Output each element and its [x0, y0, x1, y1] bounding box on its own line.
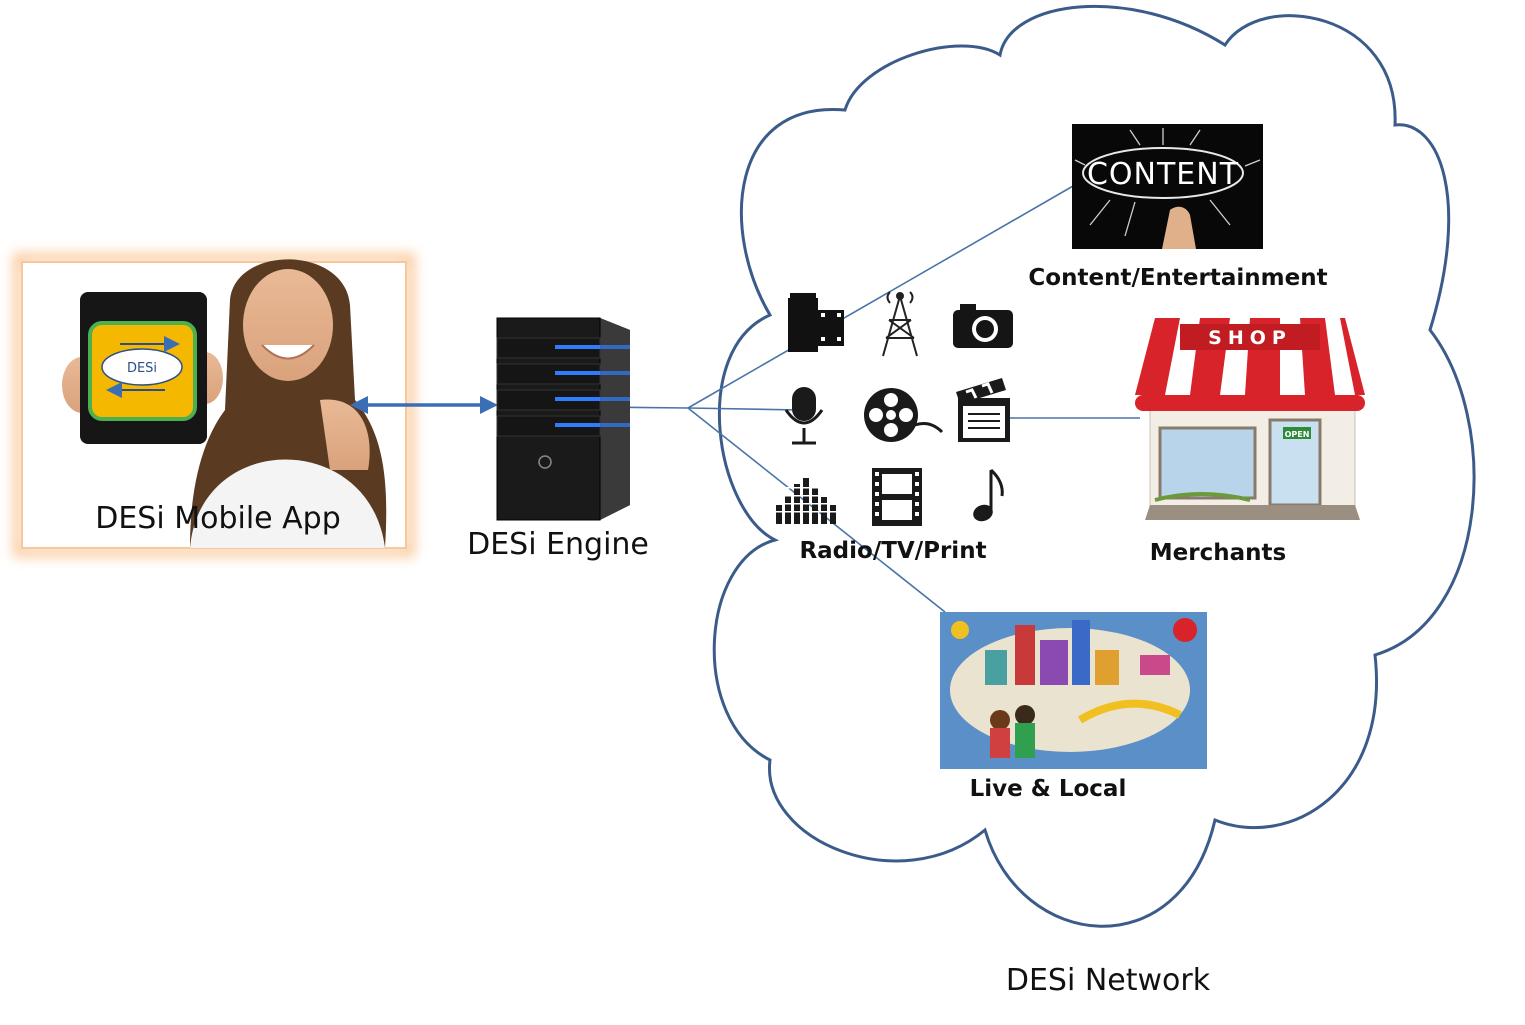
engine-label: DESi Engine	[467, 527, 649, 562]
server-icon	[496, 317, 630, 521]
music-note-icon	[973, 468, 1004, 522]
network-label: DESi Network	[1006, 963, 1211, 998]
radio-tower-icon	[882, 291, 918, 357]
sync-arrow	[350, 396, 498, 414]
media-icons	[776, 291, 1013, 526]
live-local-label: Live & Local	[970, 776, 1127, 802]
mobile-app-label: DESi Mobile App	[95, 501, 341, 536]
film-strip-icon	[872, 468, 922, 526]
connector-media	[687, 407, 801, 411]
film-reel-icon	[864, 388, 944, 442]
content-entertainment-label: Content/Entertainment	[1028, 265, 1327, 291]
microphone-icon	[784, 387, 824, 445]
tablet-desi-logo: DESi	[127, 361, 157, 376]
connector-content	[687, 181, 1081, 409]
content-board-word: CONTENT	[1087, 157, 1239, 192]
desi-network-cloud	[712, 4, 1476, 928]
camera-icon	[953, 304, 1013, 348]
tablet-device: DESi	[80, 292, 207, 444]
merchants-label: Merchants	[1150, 540, 1286, 566]
film-roll-icon	[788, 293, 844, 352]
shop-open-sign: OPEN	[1285, 430, 1310, 439]
clapperboard-icon	[956, 378, 1010, 442]
shop-sign: SHOP	[1208, 327, 1292, 349]
content-image: CONTENT	[1072, 124, 1263, 249]
radio-tv-print-label: Radio/TV/Print	[799, 538, 986, 564]
shop-image: OPEN SHOP	[1135, 318, 1365, 520]
live-local-image	[940, 612, 1207, 769]
equalizer-icon	[776, 478, 836, 524]
